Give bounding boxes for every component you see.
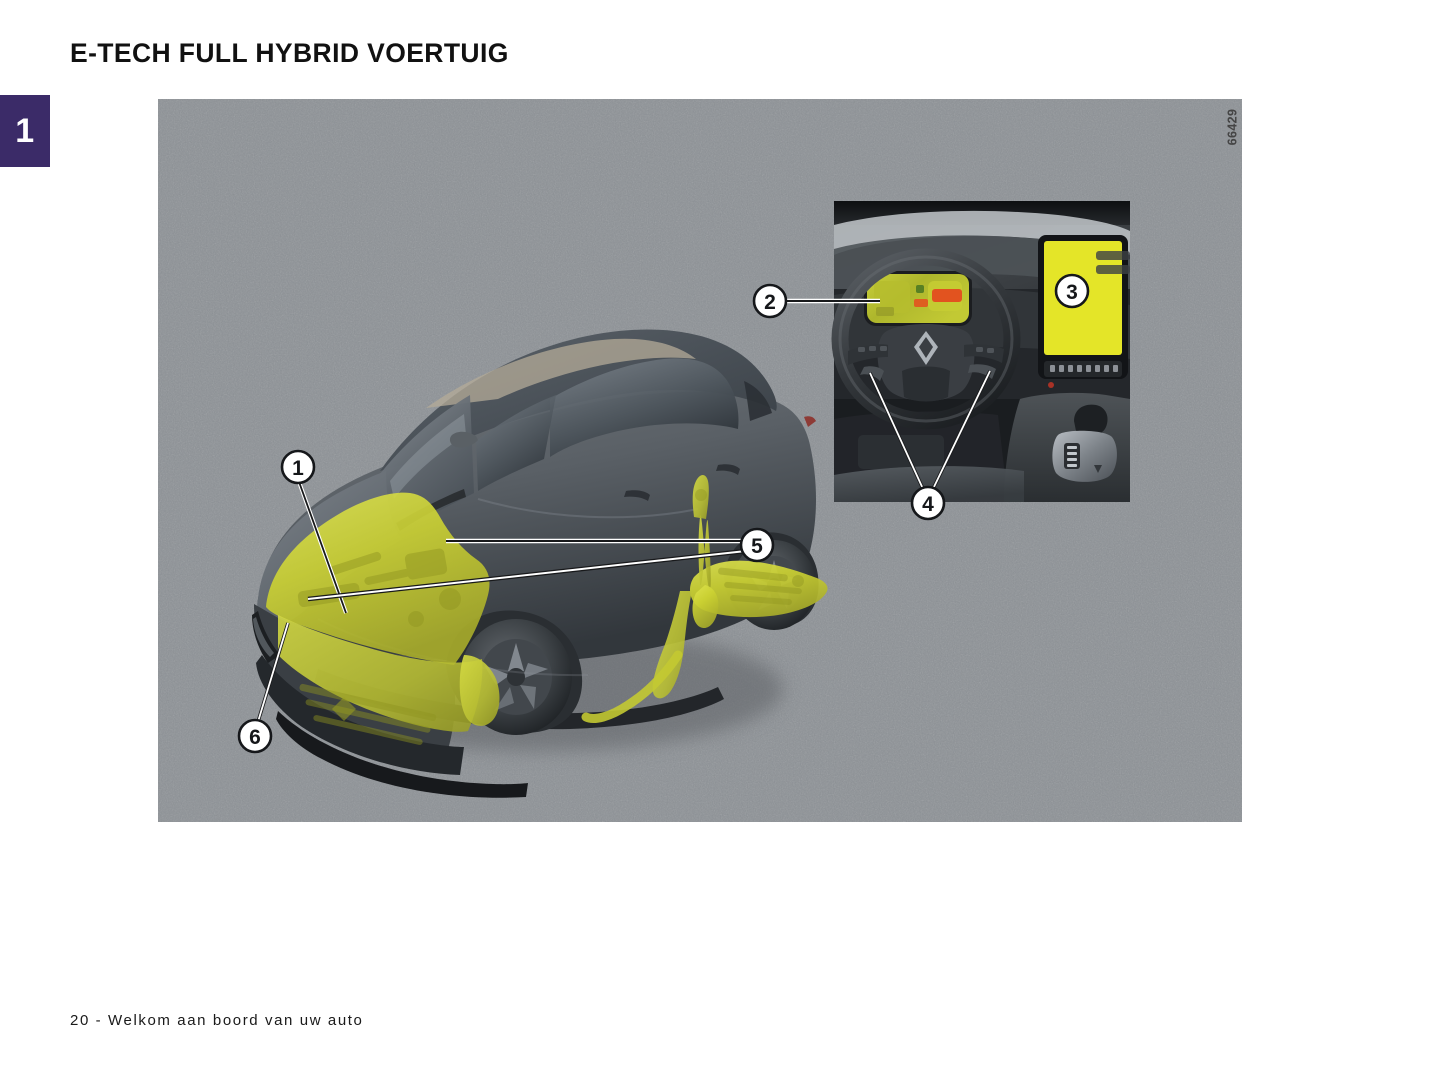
figure-reference-number: 66429	[1222, 96, 1242, 158]
callout-1-label: 1	[292, 457, 304, 480]
callout-5[interactable]: 5	[739, 527, 775, 563]
hybrid-vehicle-figure: 1 2 3 4 5 6	[158, 99, 1242, 822]
dashboard-inset-photo	[831, 201, 1130, 502]
floor-mat	[858, 435, 944, 469]
front-rim-spokes	[484, 643, 548, 711]
dash-top-glare	[834, 210, 1130, 255]
instrument-cluster	[864, 271, 972, 326]
body-crease-upper	[477, 498, 699, 519]
hv-cable-highlight	[581, 650, 683, 723]
callout-4-label: 4	[922, 493, 934, 516]
rear-door-handle	[716, 464, 740, 475]
callout-5-label: 5	[751, 535, 763, 558]
callout-4[interactable]: 4	[910, 485, 946, 521]
callout-2[interactable]: 2	[752, 283, 788, 319]
seat-edge	[834, 466, 1024, 502]
windshield-reflection	[390, 414, 466, 499]
rear-quarter-glass	[744, 381, 772, 421]
headlight	[252, 611, 280, 663]
page-footer: 20 - Welkom aan boord van uw auto	[70, 1012, 364, 1029]
callout-3-label: 3	[1066, 281, 1078, 304]
front-door-handle	[624, 490, 650, 501]
battery-drivetrain-highlight	[652, 475, 828, 699]
steering-wheel	[831, 248, 1021, 430]
side-mirror	[449, 431, 478, 448]
callout-6[interactable]: 6	[237, 718, 273, 754]
rear-lamp	[804, 416, 816, 427]
callout-leader-lines	[255, 298, 992, 726]
engine-bay-hybrid-highlight	[266, 492, 500, 745]
roof-rail	[426, 338, 696, 408]
callout-3[interactable]: 3	[1054, 273, 1090, 309]
front-side-window	[476, 395, 556, 491]
page-title: E-TECH FULL HYBRID VOERTUIG	[70, 38, 509, 68]
chapter-number-label: 1	[15, 112, 35, 150]
air-vents	[1096, 251, 1130, 274]
lower-bumper	[256, 655, 464, 775]
gear-selector	[1052, 404, 1117, 482]
headlight-lens	[253, 617, 274, 657]
vehicle-illustration	[252, 329, 828, 798]
callout-markers: 1 2 3 4 5 6	[237, 273, 1090, 754]
callout-2-label: 2	[764, 291, 776, 314]
screen-button-glyphs	[1050, 365, 1118, 372]
chapter-number-tab: 1	[0, 95, 50, 167]
screen-bottom-buttons	[1044, 361, 1122, 377]
rear-side-window	[550, 358, 739, 457]
figure-panel: 1 2 3 4 5 6	[158, 99, 1242, 822]
callout-6-label: 6	[249, 726, 261, 749]
callout-1[interactable]: 1	[280, 449, 316, 485]
figure-reference-label: 66429	[1225, 108, 1240, 146]
bumper-lip	[276, 711, 528, 798]
